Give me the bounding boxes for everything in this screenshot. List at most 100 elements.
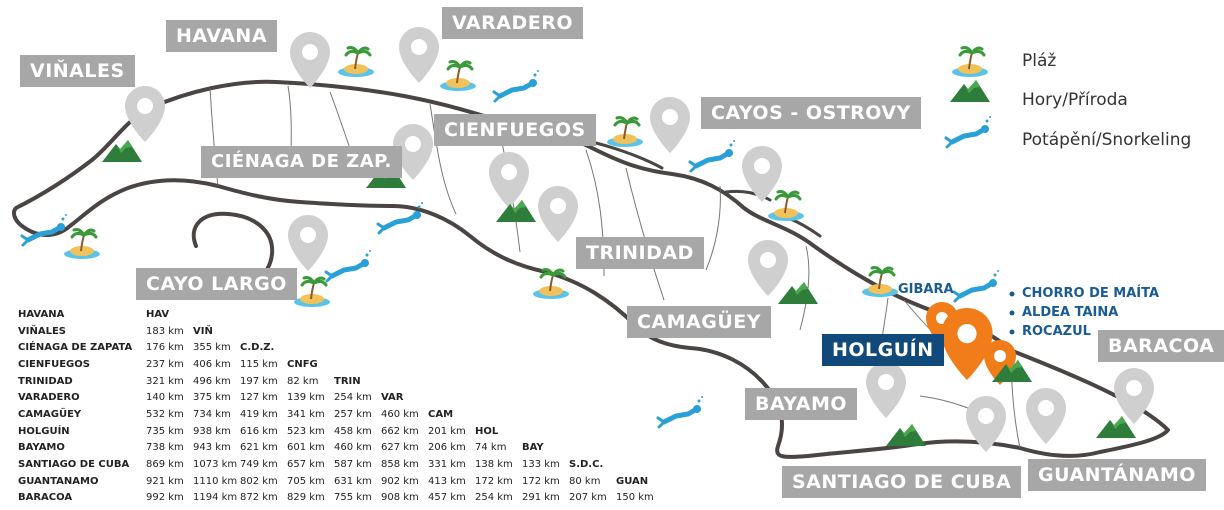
- distance-row: HAVANA HAV: [18, 306, 663, 323]
- city-label-varadero: VARADERO: [442, 7, 583, 39]
- distance-row-label: TRINIDAD: [18, 375, 73, 387]
- distance-cell: 523 km: [287, 425, 325, 437]
- legend-item-mountains: Hory/Příroda: [1022, 90, 1128, 110]
- distance-cell: 921 km: [146, 475, 184, 487]
- distance-cell: 80 km: [569, 475, 601, 487]
- distance-cell: 627 km: [381, 442, 419, 454]
- distance-cell: 375 km: [193, 392, 231, 404]
- distance-cell: 207 km: [569, 492, 607, 504]
- distance-abbr: CAM: [428, 408, 454, 420]
- distance-cell: 755 km: [334, 492, 372, 504]
- distance-row-label: HAVANA: [18, 308, 65, 320]
- distance-cell: 457 km: [428, 492, 466, 504]
- distance-cell: 1110 km: [193, 475, 238, 487]
- city-label-bayamo: BAYAMO: [745, 388, 858, 420]
- distance-abbr: BAY: [522, 442, 544, 454]
- distance-row-label: CIENFUEGOS: [18, 358, 90, 370]
- distance-cell: 532 km: [146, 408, 184, 420]
- distance-cell: 140 km: [146, 392, 184, 404]
- distance-cell: 749 km: [240, 459, 278, 471]
- distance-cell: 734 km: [193, 408, 231, 420]
- distance-cell: 829 km: [287, 492, 325, 504]
- poi-chorro-de-maita: CHORRO DE MAÍTA: [1022, 286, 1160, 301]
- poi-rocazul: ROCAZUL: [1022, 324, 1091, 339]
- distance-cell: 738 km: [146, 442, 184, 454]
- city-label-santiago: SANTIAGO DE CUBA: [782, 466, 1022, 498]
- distance-cell: 127 km: [240, 392, 278, 404]
- distance-abbr: VIŇ: [193, 325, 213, 337]
- distance-cell: 406 km: [193, 358, 231, 370]
- distance-row-label: CIÉNAGA DE ZAPATA: [18, 342, 133, 354]
- distance-cell: 321 km: [146, 375, 184, 387]
- distance-cell: 908 km: [381, 492, 419, 504]
- legend-item-beach: Pláž: [1022, 51, 1057, 71]
- distance-abbr: GUAN: [616, 475, 649, 487]
- distance-abbr: HAV: [146, 308, 170, 320]
- distance-cell: 197 km: [240, 375, 278, 387]
- distance-cell: 355 km: [193, 342, 231, 354]
- city-label-cayos: CAYOS - OSTROVY: [701, 97, 921, 129]
- distance-row-label: VIŇALES: [18, 325, 66, 337]
- legend-item-diving: Potápění/Snorkeling: [1022, 130, 1192, 150]
- city-label-cienaga: CIÉNAGA DE ZAP.: [201, 146, 402, 178]
- distance-abbr: C.D.Z.: [240, 342, 275, 354]
- distance-cell: 172 km: [522, 475, 560, 487]
- distance-cell: 992 km: [146, 492, 184, 504]
- distance-cell: 257 km: [334, 408, 372, 420]
- distance-cell: 115 km: [240, 358, 278, 370]
- distance-cell: 869 km: [146, 459, 184, 471]
- distance-cell: 133 km: [522, 459, 560, 471]
- distance-cell: 413 km: [428, 475, 466, 487]
- city-label-vinales: VIŇALES: [20, 55, 135, 87]
- distance-cell: 183 km: [146, 325, 184, 337]
- distance-cell: 291 km: [522, 492, 560, 504]
- distance-cell: 943 km: [193, 442, 231, 454]
- distance-cell: 621 km: [240, 442, 278, 454]
- distance-cell: 938 km: [193, 425, 231, 437]
- distance-cell: 662 km: [381, 425, 419, 437]
- distance-cell: 254 km: [475, 492, 513, 504]
- distance-cell: 74 km: [475, 442, 507, 454]
- distance-cell: 201 km: [428, 425, 466, 437]
- distance-row-label: CAMAGÜEY: [18, 408, 82, 420]
- city-label-holguin: HOLGUÍN: [822, 334, 944, 366]
- distance-cell: 858 km: [381, 459, 419, 471]
- distance-abbr: VAR: [381, 392, 404, 404]
- distance-cell: 631 km: [334, 475, 372, 487]
- distance-cell: 237 km: [146, 358, 184, 370]
- distance-cell: 802 km: [240, 475, 278, 487]
- distance-cell: 902 km: [381, 475, 419, 487]
- city-label-trinidad: TRINIDAD: [576, 237, 704, 269]
- distance-cell: 460 km: [381, 408, 419, 420]
- distance-abbr: CNFG: [287, 358, 318, 370]
- distance-row-label: GUANTANAMO: [18, 475, 99, 487]
- poi-aldea-taina: ALDEA TAINA: [1022, 305, 1119, 320]
- distance-row: CIENFUEGOS 237 km 406 km 115 km CNFG: [18, 356, 663, 373]
- distance-cell: 872 km: [240, 492, 278, 504]
- distance-cell: 82 km: [287, 375, 319, 387]
- distance-row-label: SANTIAGO DE CUBA: [18, 459, 130, 471]
- distance-row-label: BAYAMO: [18, 442, 65, 454]
- distance-cell: 587 km: [334, 459, 372, 471]
- city-label-baracoa: BARACOA: [1098, 330, 1224, 362]
- distance-cell: 172 km: [475, 475, 513, 487]
- poi-gibara: GIBARA: [898, 282, 954, 297]
- distance-cell: 206 km: [428, 442, 466, 454]
- distance-abbr: S.D.C.: [569, 459, 604, 471]
- distance-cell: 150 km: [616, 492, 654, 504]
- distance-table: HAVANA HAV VIŇALES 183 km VIŇ CIÉNAGA DE ZAPA…: [18, 306, 663, 506]
- city-label-cayo-largo: CAYO LARGO: [136, 268, 297, 300]
- city-label-havana: HAVANA: [166, 20, 278, 52]
- distance-row-label: VARADERO: [18, 392, 80, 404]
- distance-row-label: HOLGUÍN: [18, 425, 70, 437]
- distance-cell: 138 km: [475, 459, 513, 471]
- distance-cell: 496 km: [193, 375, 231, 387]
- distance-row: VIŇALES 183 km VIŇ: [18, 323, 663, 340]
- city-label-cienfuegos: CIENFUEGOS: [434, 114, 596, 146]
